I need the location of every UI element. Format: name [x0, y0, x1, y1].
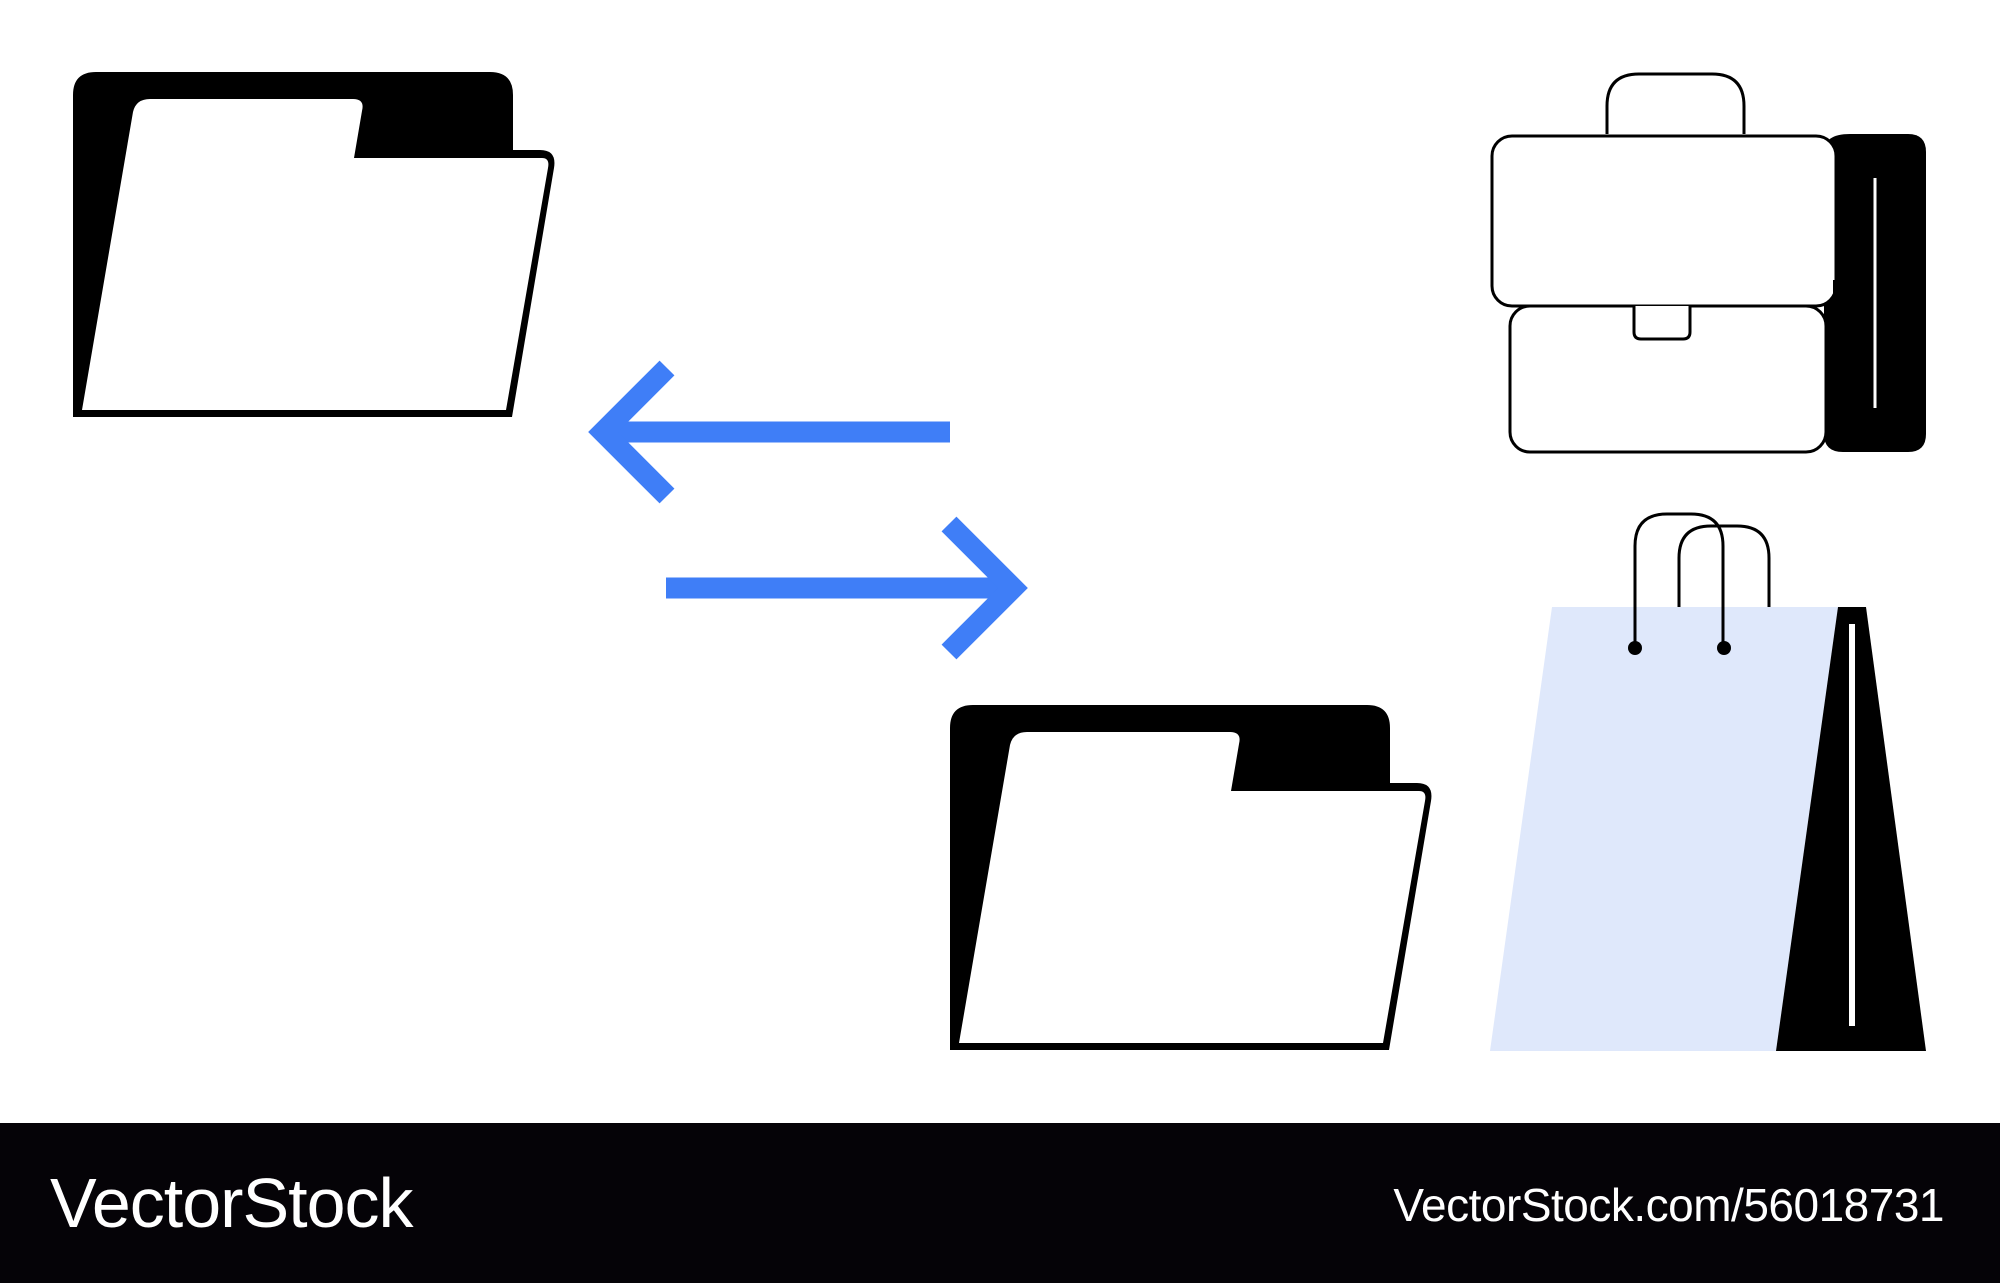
folder-icon	[950, 705, 1432, 1050]
shopping-bag-icon	[1490, 512, 1926, 1051]
arrow-left-icon	[588, 360, 950, 504]
image-reference: VectorStock.com/56018731	[1393, 1179, 1944, 1231]
folder-icon	[73, 72, 555, 417]
arrow-right-icon	[666, 516, 1028, 660]
briefcase-icon	[1490, 72, 1926, 454]
illustration	[73, 72, 1926, 1051]
watermark-footer: VectorStock VectorStock.com/56018731	[0, 1123, 2000, 1283]
brand-name: VectorStock	[50, 1164, 414, 1242]
